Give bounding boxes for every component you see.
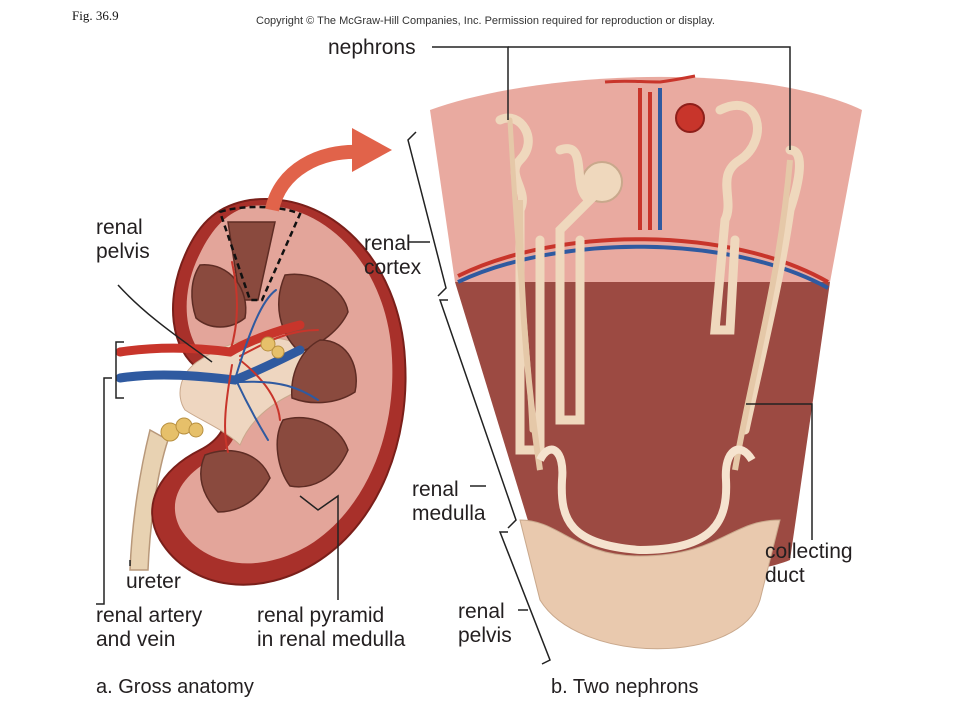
label-renal-pelvis-b: renal pelvis — [458, 600, 512, 647]
pelvis-region — [519, 519, 781, 650]
pyramid — [227, 221, 276, 301]
pyramid — [191, 264, 247, 328]
figure-label: Fig. 36.9 — [72, 8, 119, 23]
renal-vein — [115, 345, 305, 385]
collecting-ducts — [517, 159, 793, 471]
zoom-arrow — [265, 144, 361, 212]
medulla-region — [455, 282, 830, 575]
label-nephrons: nephrons — [328, 36, 416, 59]
arcuate-vein — [457, 244, 829, 290]
glomerulus — [675, 103, 705, 133]
label-renal-cortex: renal cortex — [364, 232, 422, 279]
caption-gross-anatomy: a. Gross anatomy — [96, 676, 254, 698]
part-b-brackets — [407, 46, 813, 665]
copyright-notice: Copyright © The McGraw-Hill Companies, I… — [256, 15, 715, 27]
label-renal-artery-vein: renal artery and vein — [96, 604, 203, 651]
pelvis-lining — [536, 445, 756, 555]
kidney-gross-anatomy — [115, 128, 407, 586]
label-renal-pelvis-a: renal pelvis — [96, 216, 150, 263]
zoom-arrow-head — [352, 128, 392, 172]
hilum-fat — [160, 336, 285, 442]
ureter — [129, 428, 169, 571]
label-ureter: ureter — [126, 570, 181, 593]
pyramid — [276, 416, 349, 488]
label-renal-medulla: renal medulla — [412, 478, 486, 525]
interlobular-artery — [638, 88, 652, 230]
part-a-brackets — [96, 284, 339, 605]
nephron-detail — [430, 74, 862, 650]
caption-two-nephrons: b. Two nephrons — [551, 676, 699, 698]
interlobar-vessels — [224, 261, 319, 453]
pyramid — [291, 339, 357, 404]
pyramid — [200, 449, 271, 513]
label-collecting-duct: collecting duct — [765, 540, 853, 587]
renal-pyramids — [191, 221, 357, 513]
label-renal-pyramid: renal pyramid in renal medulla — [257, 604, 406, 651]
